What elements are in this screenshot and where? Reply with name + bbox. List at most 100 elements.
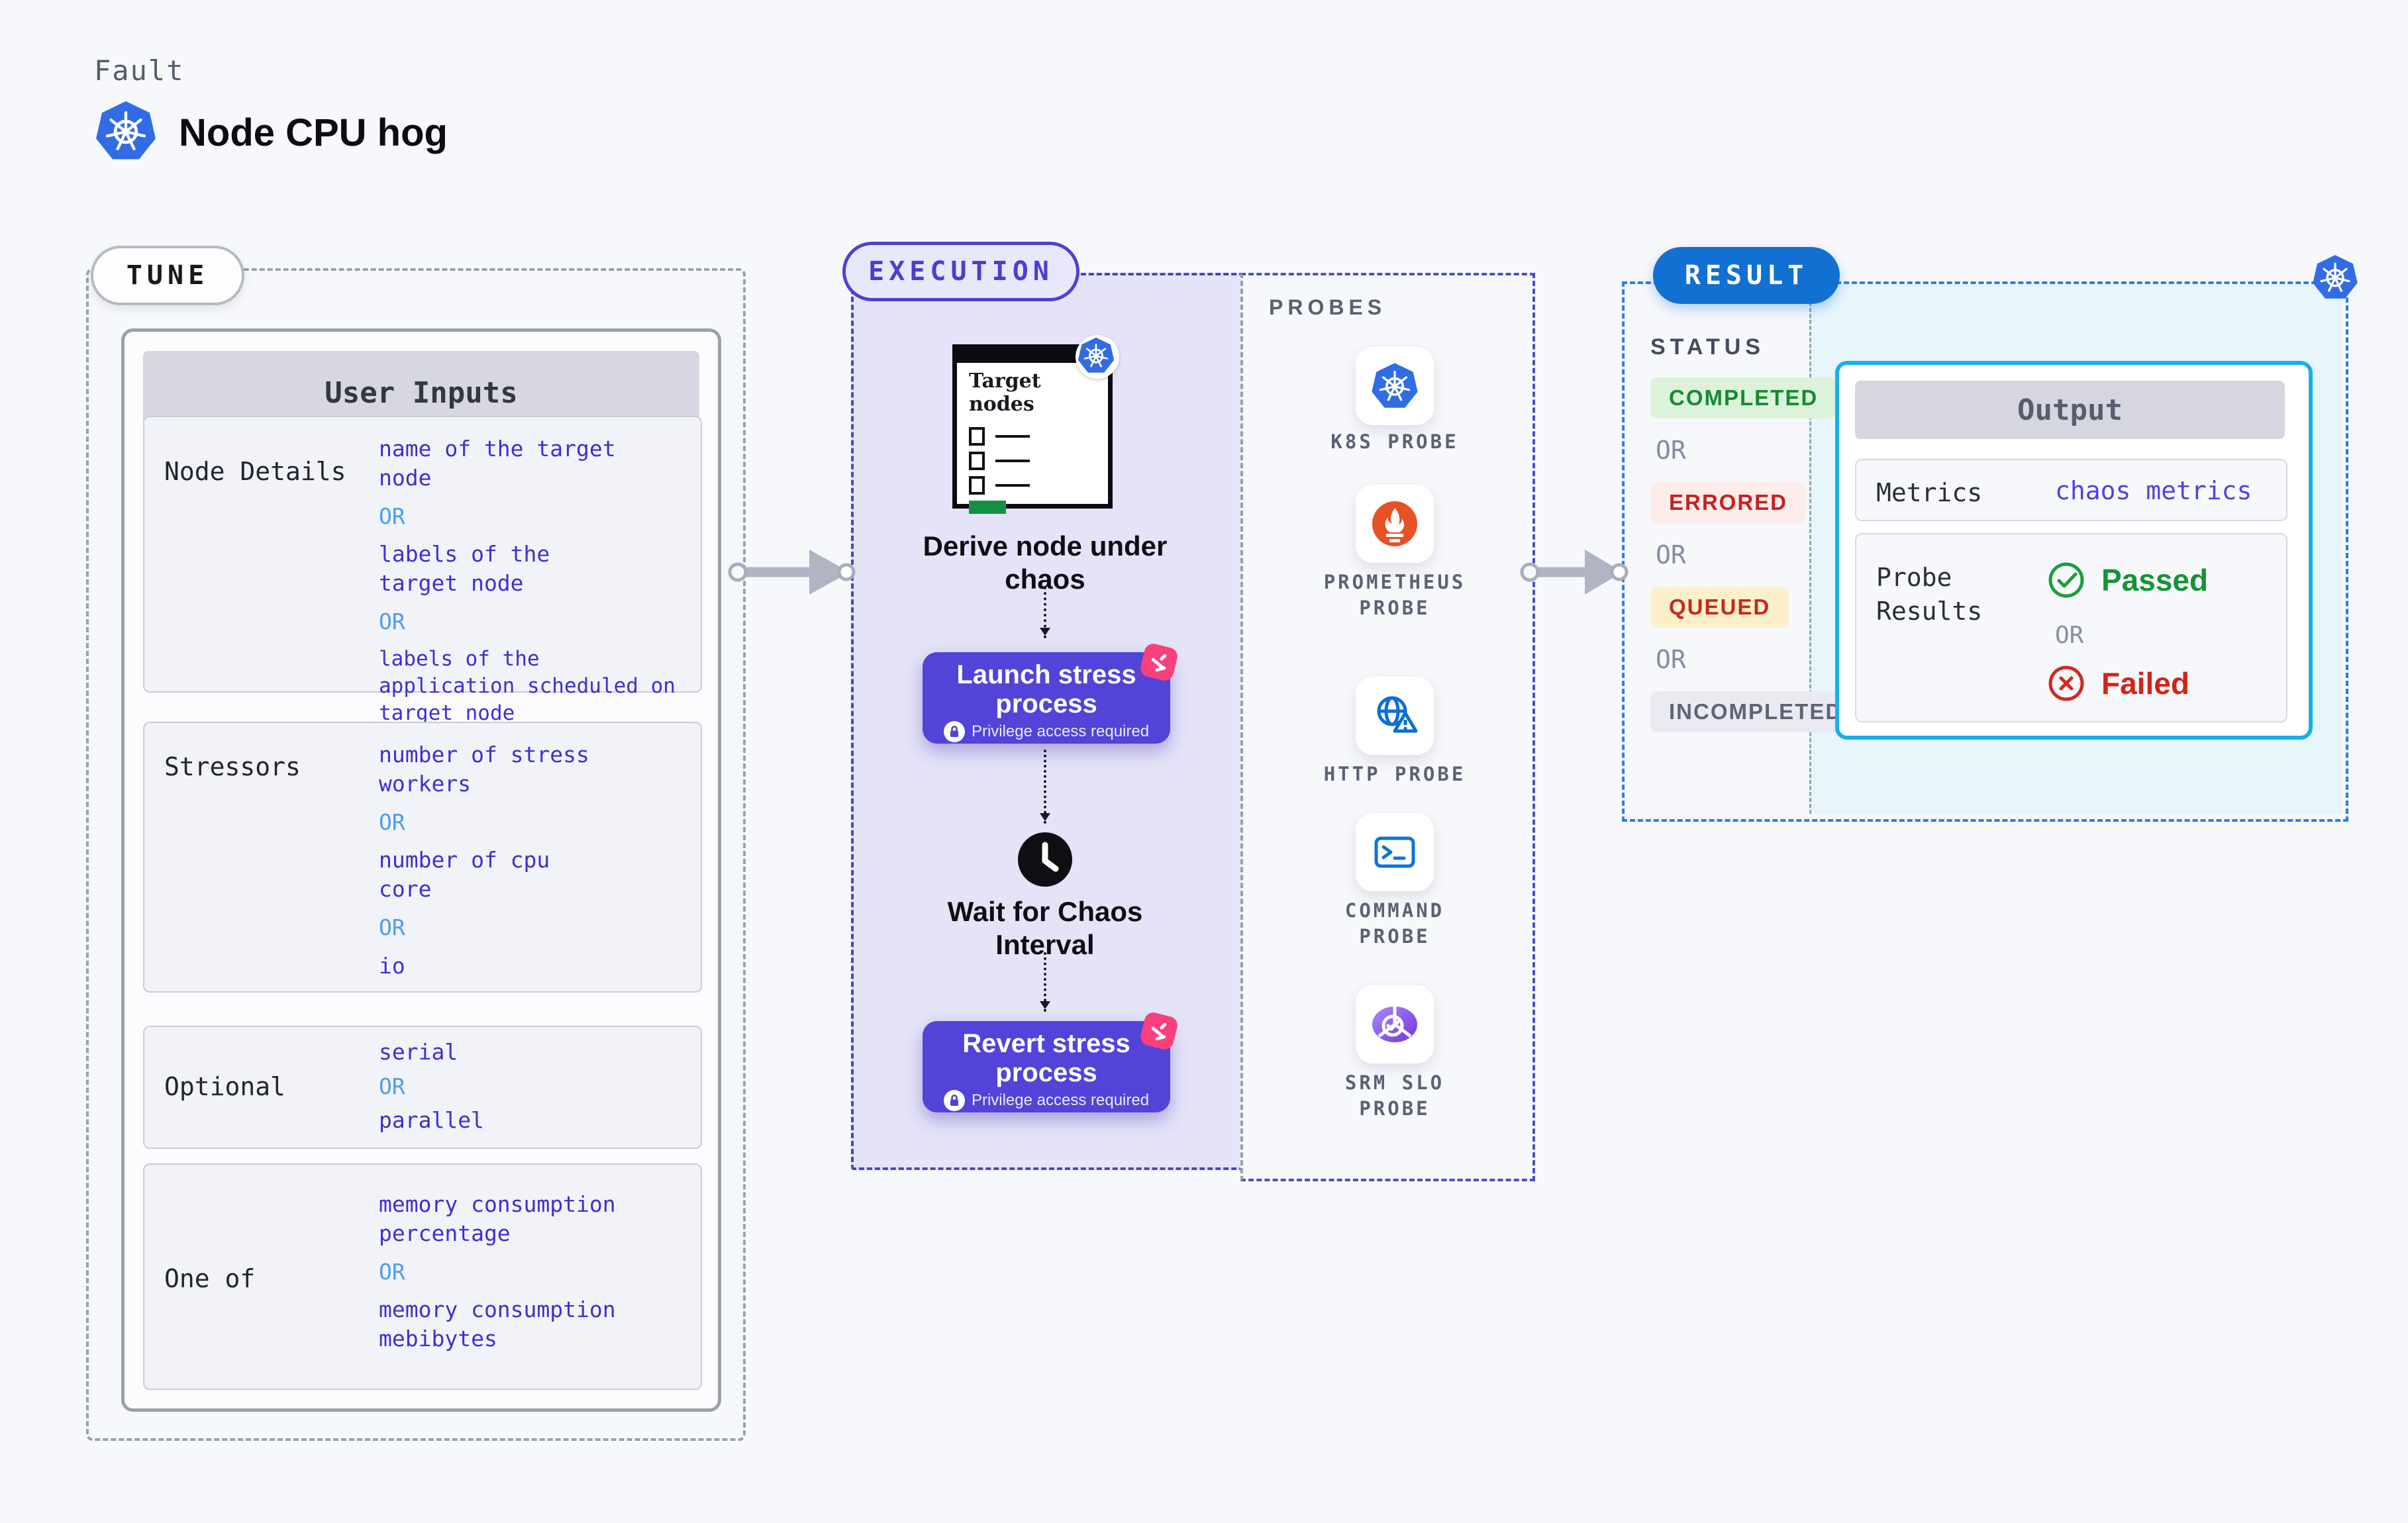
row-values: number of stress workers OR number of cp…	[379, 723, 687, 998]
probe-results-label: Probe Results	[1876, 563, 1983, 626]
or-separator: OR	[379, 503, 405, 529]
row-node-details: Node Details name of the target node OR …	[143, 416, 702, 725]
or-separator: OR	[379, 1258, 405, 1285]
or-separator: OR	[1656, 540, 1686, 569]
or-separator: OR	[2055, 622, 2084, 649]
privilege-note-text: Privilege access required	[971, 722, 1150, 740]
status-badge-incompleted: INCOMPLETED	[1650, 691, 1862, 732]
target-nodes-doc: Target nodes	[952, 344, 1113, 514]
passed-result: Passed	[2047, 561, 2208, 599]
row-stressors: Stressors number of stress workers OR nu…	[143, 722, 702, 993]
status-column: STATUS COMPLETED OR ERRORED OR QUEUED OR…	[1650, 334, 1862, 732]
input-option: io	[379, 952, 405, 979]
or-separator: OR	[379, 809, 405, 835]
k8s-probe-card	[1356, 347, 1434, 425]
slo-pie-check-icon	[1372, 1007, 1417, 1042]
derive-step-caption: Derive node under chaos	[923, 530, 1168, 595]
revert-stress-process-step: Revert stress process Privilege access r…	[923, 1021, 1170, 1112]
checkbox-icon	[969, 452, 985, 470]
progress-bar	[969, 501, 1006, 514]
checkbox-icon	[969, 476, 985, 495]
step-title: Launch stress process	[956, 660, 1136, 718]
output-title: Output	[1855, 381, 2285, 439]
fault-eyebrow: Fault	[94, 54, 185, 87]
or-separator: OR	[379, 609, 405, 635]
kubernetes-badge-icon	[1076, 335, 1119, 379]
result-tag: RESULT	[1653, 247, 1840, 304]
lock-icon	[943, 721, 965, 742]
passed-text: Passed	[2101, 563, 2209, 597]
status-badge-completed: COMPLETED	[1650, 377, 1837, 418]
metrics-label: Metrics	[1876, 478, 1983, 507]
input-option: name of the target node	[379, 436, 616, 491]
or-separator: OR	[379, 1073, 405, 1099]
status-badge-queued: QUEUED	[1650, 587, 1789, 628]
input-option: number of stress workers	[379, 742, 589, 797]
or-separator: OR	[1656, 436, 1686, 465]
user-inputs-card: User Inputs Node Details name of the tar…	[121, 328, 721, 1412]
doc-titlebar	[956, 348, 1099, 363]
check-circle-icon	[2048, 562, 2084, 598]
step-title: Revert stress process	[962, 1029, 1130, 1087]
probe-label: PROMETHEUS PROBE	[1323, 571, 1466, 620]
input-option: memory consumption percentage	[379, 1191, 616, 1246]
failed-result: Failed	[2047, 664, 2189, 703]
flow-connector	[1040, 952, 1050, 1012]
privilege-note-text: Privilege access required	[971, 1091, 1150, 1109]
row-optional: Optional serial OR parallel	[143, 1026, 702, 1149]
row-values: serial OR parallel	[379, 1027, 687, 1146]
probe-label: K8S PROBE	[1330, 430, 1459, 453]
probe-label: SRM SLO PROBE	[1344, 1071, 1445, 1120]
doc-checklist	[969, 427, 1030, 514]
tune-tag: TUNE	[91, 246, 244, 305]
status-label: STATUS	[1650, 334, 1765, 360]
flow-connector	[1040, 587, 1050, 638]
prometheus-probe-card	[1356, 485, 1434, 563]
flow-arrow	[728, 550, 856, 595]
or-separator: OR	[379, 914, 405, 941]
input-option: labels of the target node	[379, 541, 550, 597]
row-values: name of the target node OR labels of the…	[379, 417, 687, 744]
wait-step-caption: Wait for Chaos Interval	[947, 896, 1143, 960]
row-one-of: One of memory consumption percentage OR …	[143, 1163, 702, 1390]
flow-connector	[1040, 750, 1050, 824]
privilege-note: Privilege access required	[923, 1090, 1170, 1111]
kubernetes-icon	[1370, 362, 1419, 411]
input-option: number of cpu core	[379, 847, 550, 903]
failed-text: Failed	[2101, 666, 2189, 701]
http-probe-card	[1356, 677, 1434, 755]
clock-icon	[1018, 832, 1072, 887]
probe-label: HTTP PROBE	[1323, 763, 1466, 785]
output-card: Output Metrics chaos metrics Probe Resul…	[1835, 361, 2313, 740]
flow-arrow	[1520, 550, 1629, 595]
input-option: labels of the application scheduled on t…	[379, 646, 676, 726]
input-option: serial	[379, 1039, 458, 1065]
probe-results-row: Probe Results Passed OR Failed	[1855, 533, 2287, 722]
row-label: Optional	[164, 1072, 286, 1101]
row-label: One of	[164, 1264, 256, 1293]
prometheus-icon	[1372, 501, 1417, 546]
or-separator: OR	[1656, 645, 1686, 674]
tune-panel	[86, 268, 746, 1441]
chaos-icon	[1133, 1005, 1185, 1059]
lock-icon	[943, 1090, 965, 1111]
chaos-icon	[1133, 636, 1185, 691]
launch-stress-process-step: Launch stress process Privilege access r…	[923, 652, 1170, 744]
metrics-value: chaos metrics	[2055, 476, 2252, 505]
row-label: Stressors	[164, 752, 301, 781]
globe-warning-icon	[1377, 696, 1418, 733]
row-values: memory consumption percentage OR memory …	[379, 1165, 687, 1379]
srm-slo-probe-card	[1356, 985, 1434, 1063]
probe-label: COMMAND PROBE	[1344, 899, 1445, 948]
input-option: parallel	[379, 1107, 484, 1134]
execution-tag: EXECUTION	[842, 242, 1079, 301]
status-badge-errored: ERRORED	[1650, 482, 1807, 523]
metrics-row: Metrics chaos metrics	[1855, 459, 2287, 521]
doc-title: Target nodes	[969, 369, 1041, 416]
kubernetes-icon	[2311, 254, 2359, 304]
checkbox-icon	[969, 427, 985, 446]
kubernetes-icon	[94, 99, 158, 166]
input-option: memory consumption mebibytes	[379, 1297, 616, 1352]
title-row: Node CPU hog	[94, 99, 448, 166]
